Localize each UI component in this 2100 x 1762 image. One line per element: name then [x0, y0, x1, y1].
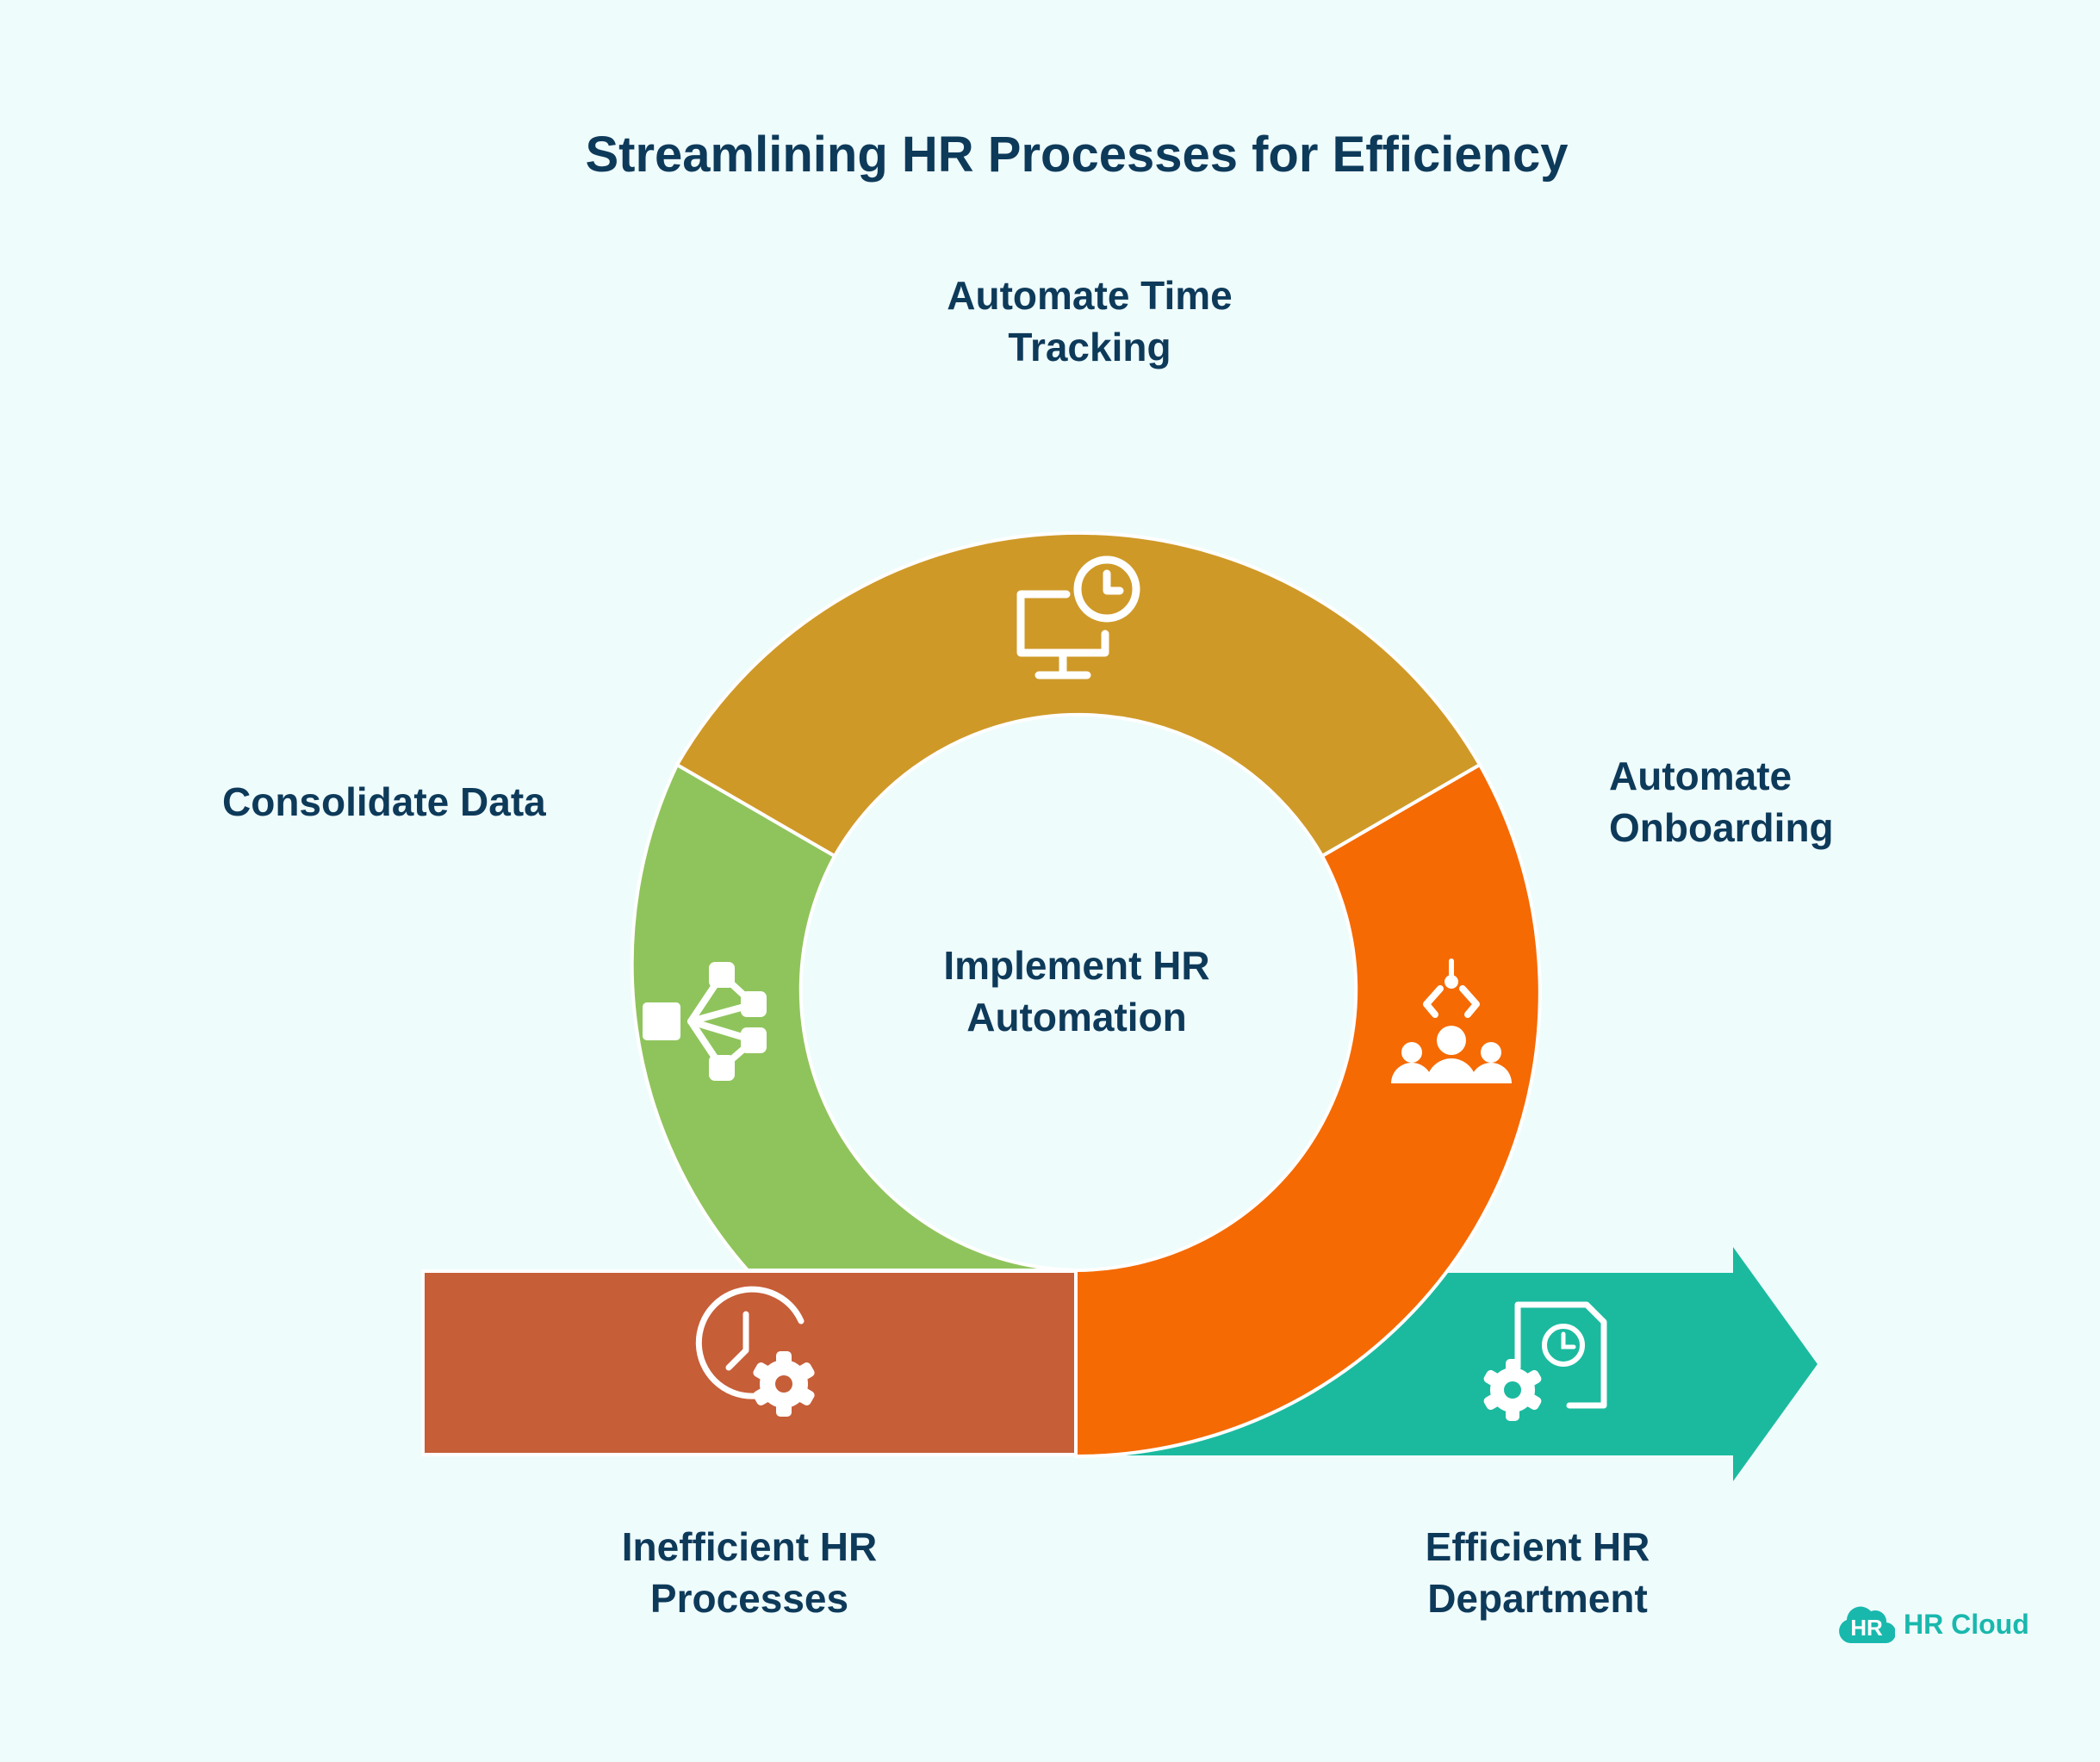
- consolidate-data-segment: [630, 762, 1077, 1272]
- data-network-icon: [643, 962, 767, 1081]
- inefficient-hr-bar: [421, 1269, 1078, 1456]
- clock-gear-icon: [695, 1286, 815, 1417]
- automate-onboarding-label: Automate Onboarding: [1609, 754, 1834, 850]
- consolidate-data-label: Consolidate Data: [222, 779, 546, 824]
- hr-cloud-logo: HR HR Cloud: [1838, 1604, 2029, 1645]
- center-label: Implement HR Automation: [943, 943, 1210, 1039]
- document-clock-gear-icon: [1483, 1301, 1607, 1421]
- logo-badge-text: HR: [1850, 1615, 1883, 1641]
- logo-text: HR Cloud: [1904, 1608, 2029, 1640]
- automate-onboarding-segment: [1074, 762, 1542, 1459]
- inefficient-hr-label: Inefficient HR Processes: [621, 1524, 878, 1621]
- automate-time-tracking-segment: [674, 530, 1482, 859]
- robot-arm-people-icon: [1391, 959, 1512, 1083]
- efficient-hr-label: Efficient HR Department: [1425, 1524, 1650, 1621]
- automate-time-tracking-label: Automate Time Tracking: [947, 273, 1233, 369]
- page-title: Streamlining HR Processes for Efficiency: [585, 127, 1569, 183]
- computer-clock-icon: [1016, 555, 1140, 679]
- cloud-icon: HR: [1839, 1606, 1895, 1644]
